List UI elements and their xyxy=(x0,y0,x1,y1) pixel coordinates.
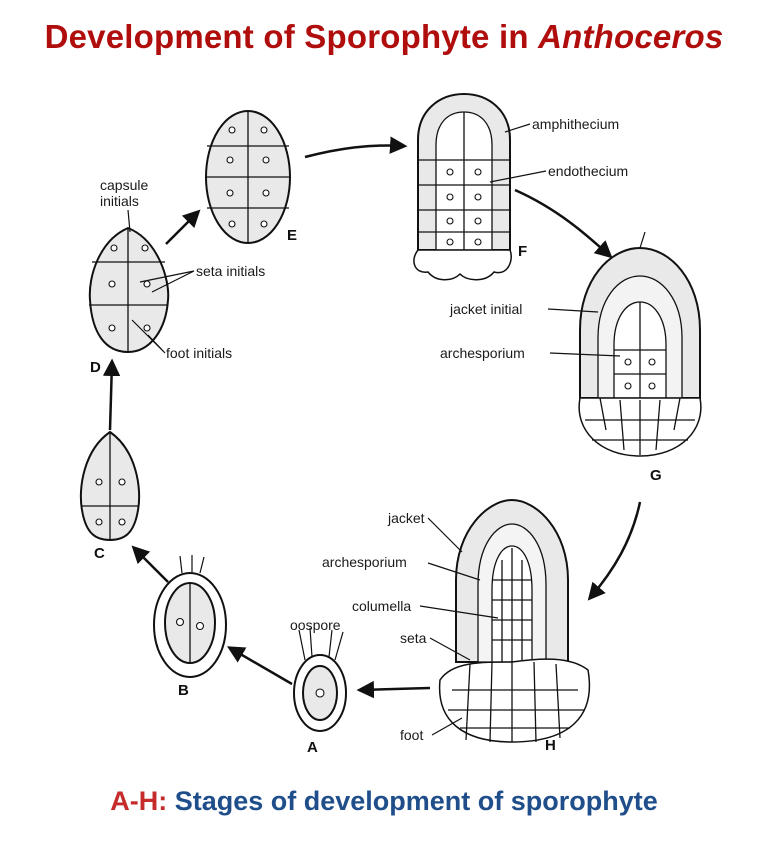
diagram-title: Development of Sporophyte in Anthoceros xyxy=(0,18,768,56)
label-endothecium: endothecium xyxy=(548,163,628,179)
stage-e xyxy=(205,110,291,244)
stage-b xyxy=(153,555,227,678)
arrow-g-to-h xyxy=(587,501,642,601)
stage-label-c: C xyxy=(94,545,105,562)
stage-label-g: G xyxy=(650,467,662,484)
title-main: Development of Sporophyte in xyxy=(44,18,529,55)
stage-d xyxy=(88,226,170,354)
arrow-h-to-a xyxy=(356,680,431,699)
arrow-b-to-c xyxy=(131,545,169,583)
caption-lead: A-H: xyxy=(110,786,168,816)
label-amphithecium: amphithecium xyxy=(532,116,619,132)
stage-c xyxy=(79,430,141,542)
stage-label-f: F xyxy=(518,243,527,260)
stage-label-a: A xyxy=(307,739,318,756)
arrow-c-to-d xyxy=(102,358,121,431)
title-italic: Anthoceros xyxy=(538,18,724,55)
stage-label-e: E xyxy=(287,227,297,244)
label-oospore: oospore xyxy=(290,617,341,633)
stage-h xyxy=(438,498,591,743)
arrow-d-to-e xyxy=(165,209,201,245)
stage-label-b: B xyxy=(178,682,189,699)
label-foot-initials: foot initials xyxy=(166,345,232,361)
arrow-a-to-b xyxy=(226,646,293,686)
arrow-f-to-g xyxy=(514,188,613,259)
stage-g xyxy=(578,231,702,457)
stage-f xyxy=(413,92,512,281)
label-capsule-initials-1: capsule xyxy=(100,177,148,193)
label-archesporium-g: archesporium xyxy=(440,345,525,361)
stage-a-oospore xyxy=(293,627,347,732)
label-jacket: jacket xyxy=(387,510,425,526)
stage-label-h: H xyxy=(545,737,556,754)
label-seta-initials: seta initials xyxy=(196,263,265,279)
figure-caption: A-H: Stages of development of sporophyte xyxy=(0,786,768,817)
arrow-e-to-f xyxy=(304,136,408,159)
label-jacket-initial: jacket initial xyxy=(449,301,522,317)
cycle-arrows xyxy=(102,136,642,699)
label-foot: foot xyxy=(400,727,423,743)
label-columella: columella xyxy=(352,598,411,614)
stage-label-d: D xyxy=(90,359,101,376)
caption-rest: Stages of development of sporophyte xyxy=(174,786,658,816)
label-archesporium-h: archesporium xyxy=(322,554,407,570)
label-seta: seta xyxy=(400,630,427,646)
label-capsule-initials-2: initials xyxy=(100,193,139,209)
